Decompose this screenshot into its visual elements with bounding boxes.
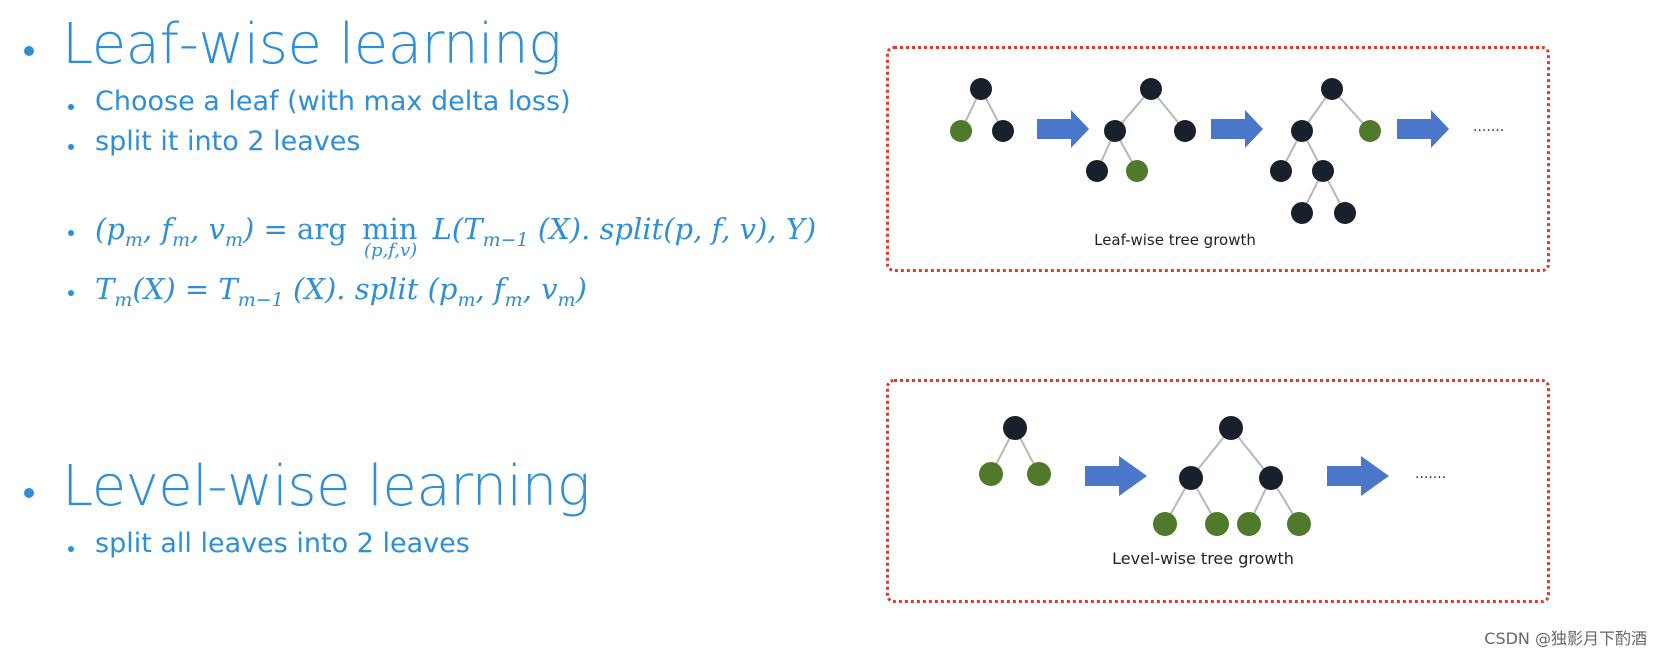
leaf-wise-caption: Leaf-wise tree growth	[1094, 231, 1256, 249]
leaf-bullet-1: Choose a leaf (with max delta loss)	[95, 86, 571, 117]
level-wise-svg: ······· Level-wise tree growth	[979, 416, 1446, 568]
tree-node-leaf-selected	[1126, 160, 1148, 182]
bullet-dot	[68, 290, 74, 296]
tree-node	[1334, 202, 1356, 224]
tree-node-leaf	[1205, 512, 1229, 536]
tree-node-leaf	[1153, 512, 1177, 536]
tree-node-leaf	[1027, 462, 1051, 486]
bullet-dot	[68, 546, 74, 552]
tree-node	[1259, 466, 1283, 490]
tree-node	[1086, 160, 1108, 182]
tree-node-leaf	[1237, 512, 1261, 536]
ellipsis: ·······	[1415, 470, 1446, 486]
tree-node	[1003, 416, 1027, 440]
level-wise-caption: Level-wise tree growth	[1112, 549, 1294, 568]
arrow-icon	[1397, 110, 1449, 148]
heading-bullet	[24, 488, 34, 498]
tree-node-leaf-selected	[1359, 120, 1381, 142]
level-wise-heading: Level-wise learning	[62, 454, 590, 519]
level-wise-diagram: ······· Level-wise tree growth	[886, 379, 1550, 603]
tree-node	[1312, 160, 1334, 182]
watermark: CSDN @独影月下酌酒	[1484, 629, 1647, 648]
tree-node	[1174, 120, 1196, 142]
tree-node	[1179, 466, 1203, 490]
tree-node	[1104, 120, 1126, 142]
tree-node-leaf-selected	[950, 120, 972, 142]
tree-node	[970, 78, 992, 100]
bullet-dot	[68, 104, 74, 110]
tree-node	[1270, 160, 1292, 182]
formula-tree-update: Tm(X) = Tm−1 (X). split (pm, fm, vm)	[95, 272, 587, 311]
arrow-icon	[1085, 456, 1147, 496]
tree-node	[1291, 202, 1313, 224]
bullet-dot	[68, 144, 74, 150]
tree-node	[1321, 78, 1343, 100]
arrow-icon	[1327, 456, 1389, 496]
tree-node	[1291, 120, 1313, 142]
leaf-wise-heading: Leaf-wise learning	[62, 12, 562, 77]
tree-node-leaf	[979, 462, 1003, 486]
leaf-bullet-2: split it into 2 leaves	[95, 126, 361, 157]
arrow-icon	[1211, 110, 1263, 148]
level-bullet-1: split all leaves into 2 leaves	[95, 528, 470, 559]
formula-argmin: (pm, fm, vm) = arg min(p,f,v) L(Tm−1 (X)…	[95, 212, 817, 261]
arrow-icon	[1037, 110, 1089, 148]
tree-node	[992, 120, 1014, 142]
heading-bullet	[24, 46, 34, 56]
tree-node	[1219, 416, 1243, 440]
leaf-wise-diagram: ······· Leaf-wise tree growth	[886, 46, 1550, 272]
tree-node-leaf	[1287, 512, 1311, 536]
leaf-wise-svg: ······· Leaf-wise tree growth	[950, 78, 1504, 249]
bullet-dot	[68, 230, 74, 236]
tree-node	[1140, 78, 1162, 100]
ellipsis: ·······	[1473, 123, 1504, 139]
